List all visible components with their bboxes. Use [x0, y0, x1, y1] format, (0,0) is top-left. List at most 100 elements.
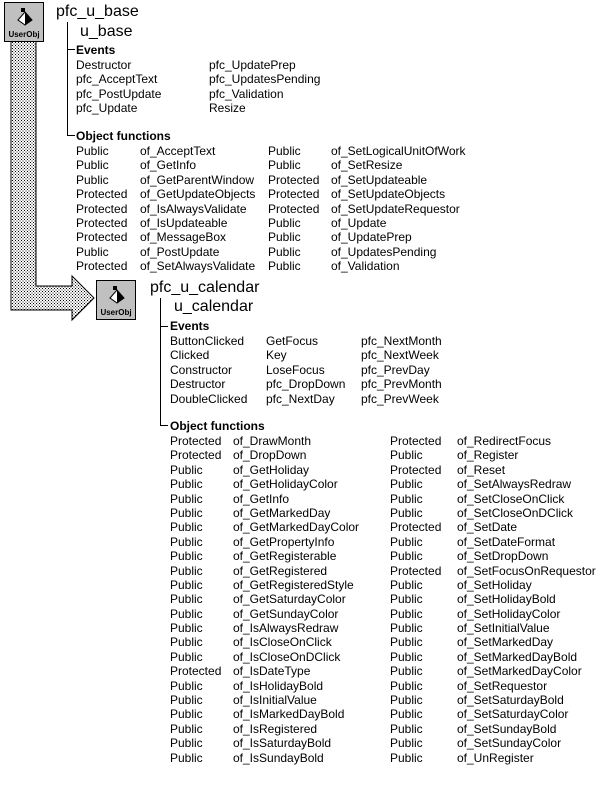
calendar-fn-access: Public	[170, 736, 203, 751]
base-fn-name: of_UpdatePrep	[331, 230, 412, 245]
base-subtitle: u_base	[80, 23, 133, 40]
base-fn-access: Public	[268, 144, 301, 158]
base-fn-name: of_SetUpdateable	[331, 172, 428, 187]
calendar-userobj-icon: UserObj	[96, 280, 136, 320]
calendar-fn-access: Public	[170, 707, 203, 722]
base-fn-name: of_MessageBox	[140, 230, 227, 245]
inheritance-arrow	[10, 39, 95, 322]
base-fn-name: of_SetAlwaysValidate	[140, 259, 256, 274]
base-fn-name: of_IsAlwaysValidate	[140, 201, 247, 216]
calendar-fn-access: Protected	[390, 520, 442, 535]
calendar-fn-name: of_SetMarkedDay	[457, 635, 554, 650]
calendar-events-header: Events	[170, 319, 210, 333]
calendar-event: pfc_NextWeek	[361, 348, 439, 363]
calendar-fn-name	[233, 779, 390, 793]
base-fn-access: Protected	[76, 215, 128, 230]
base-fn-name: of_Update	[331, 215, 387, 230]
calendar-event: ButtonClicked	[170, 334, 245, 348]
calendar-fn-name: of_SetCloseOnDClick	[457, 505, 574, 520]
calendar-event: DoubleClicked	[170, 391, 248, 406]
calendar-fn-name: of_SetRequestor	[457, 678, 548, 693]
calendar-fn-access: Public	[390, 477, 423, 492]
base-fn-name: of_SetLogicalUnitOfWork	[331, 144, 466, 158]
calendar-fn-access: Public	[390, 534, 423, 549]
base-fn-name: of_AcceptText	[140, 144, 216, 158]
base-functions-grid: Public of_AcceptText Public of_SetLogica…	[76, 144, 481, 274]
calendar-functions-connector	[160, 425, 168, 426]
calendar-fn-name: of_GetSundayColor	[233, 606, 339, 621]
base-fn-name: of_GetParentWindow	[140, 172, 255, 187]
calendar-fn-access: Public	[170, 549, 203, 564]
calendar-fn-name: of_RedirectFocus	[457, 434, 552, 448]
calendar-event: Clicked	[170, 348, 210, 363]
calendar-fn-access: Protected	[170, 664, 222, 679]
base-event: pfc_Validation	[209, 86, 284, 101]
calendar-fn-access	[170, 794, 233, 808]
base-fn-name: of_SetUpdateObjects	[331, 187, 446, 202]
base-fn-name: of_GetUpdateObjects	[140, 187, 256, 202]
base-fn-access: Public	[268, 230, 301, 245]
calendar-fn-access: Public	[390, 678, 423, 693]
calendar-fn-name	[457, 779, 607, 793]
calendar-fn-access	[390, 794, 457, 808]
base-functions-header: Object functions	[76, 129, 171, 143]
calendar-fn-name: of_SetHolidayBold	[457, 592, 556, 607]
base-fn-access: Public	[268, 215, 301, 230]
calendar-event: pfc_DropDown	[266, 377, 346, 392]
calendar-fn-name: of_SetSaturdayBold	[457, 693, 564, 708]
base-fn-name: of_Validation	[331, 259, 400, 274]
calendar-fn-name: of_SetSaturdayColor	[457, 707, 569, 722]
calendar-fn-name: of_SetDate	[457, 520, 518, 535]
calendar-fn-access	[390, 779, 457, 793]
calendar-fn-name: of_GetRegistered	[233, 563, 328, 578]
base-fn-name: of_IsUpdateable	[140, 215, 228, 230]
calendar-fn-access: Public	[390, 491, 423, 506]
base-event: pfc_PostUpdate	[76, 86, 162, 101]
calendar-fn-access: Public	[170, 635, 203, 650]
calendar-fn-name: of_IsSundayBold	[233, 750, 324, 765]
calendar-functions-header: Object functions	[170, 419, 265, 433]
calendar-fn-access: Public	[390, 606, 423, 621]
calendar-functions-grid: Protected of_DrawMonth Protected of_Redi…	[170, 434, 607, 808]
calendar-fn-access: Public	[170, 505, 203, 520]
base-event: pfc_UpdatesPending	[209, 72, 321, 87]
calendar-fn-access: Public	[390, 448, 423, 463]
calendar-fn-access: Public	[390, 707, 423, 722]
base-functions-connector	[67, 135, 75, 136]
calendar-fn-access	[170, 765, 233, 779]
base-fn-access: Public	[268, 158, 301, 173]
calendar-fn-access: Public	[170, 649, 203, 664]
calendar-event: pfc_PrevWeek	[361, 391, 439, 406]
calendar-fn-access: Public	[170, 520, 203, 535]
calendar-fn-access: Public	[170, 678, 203, 693]
calendar-fn-name: of_GetInfo	[233, 491, 290, 506]
calendar-fn-access: Public	[390, 505, 423, 520]
calendar-fn-name: of_SetAlwaysRedraw	[457, 477, 572, 492]
base-icon-caption: UserObj	[8, 30, 40, 39]
userobj-glyph-icon	[17, 8, 33, 26]
userobj-glyph-icon	[109, 286, 125, 304]
calendar-fn-name: of_Register	[457, 448, 519, 463]
calendar-event: Constructor	[170, 362, 233, 377]
calendar-fn-name: of_GetSaturdayColor	[233, 592, 346, 607]
calendar-fn-name: of_GetRegisterable	[233, 549, 337, 564]
calendar-fn-name: of_SetMarkedDayColor	[457, 664, 582, 679]
base-event: Resize	[209, 101, 246, 116]
calendar-fn-name: of_IsHolidayBold	[233, 678, 324, 693]
calendar-fn-access: Protected	[390, 434, 442, 448]
base-fn-access: Public	[76, 144, 109, 158]
calendar-fn-name: of_SetDateFormat	[457, 534, 556, 549]
calendar-fn-name: of_GetHoliday	[233, 462, 310, 477]
calendar-event: LoseFocus	[266, 362, 325, 377]
base-fn-access: Public	[76, 158, 109, 173]
calendar-fn-name: of_SetInitialValue	[457, 621, 550, 636]
calendar-fn-name: of_GetMarkedDayColor	[233, 520, 360, 535]
calendar-events-connector	[160, 326, 168, 327]
base-fn-access: Protected	[268, 201, 320, 216]
calendar-event: Destructor	[170, 377, 226, 392]
calendar-fn-access: Public	[170, 491, 203, 506]
calendar-fn-name: of_SetFocusOnRequestor	[457, 563, 596, 578]
calendar-fn-name: of_IsAlwaysRedraw	[233, 621, 339, 636]
calendar-fn-name	[233, 765, 390, 779]
calendar-event: pfc_PrevMonth	[361, 377, 442, 392]
